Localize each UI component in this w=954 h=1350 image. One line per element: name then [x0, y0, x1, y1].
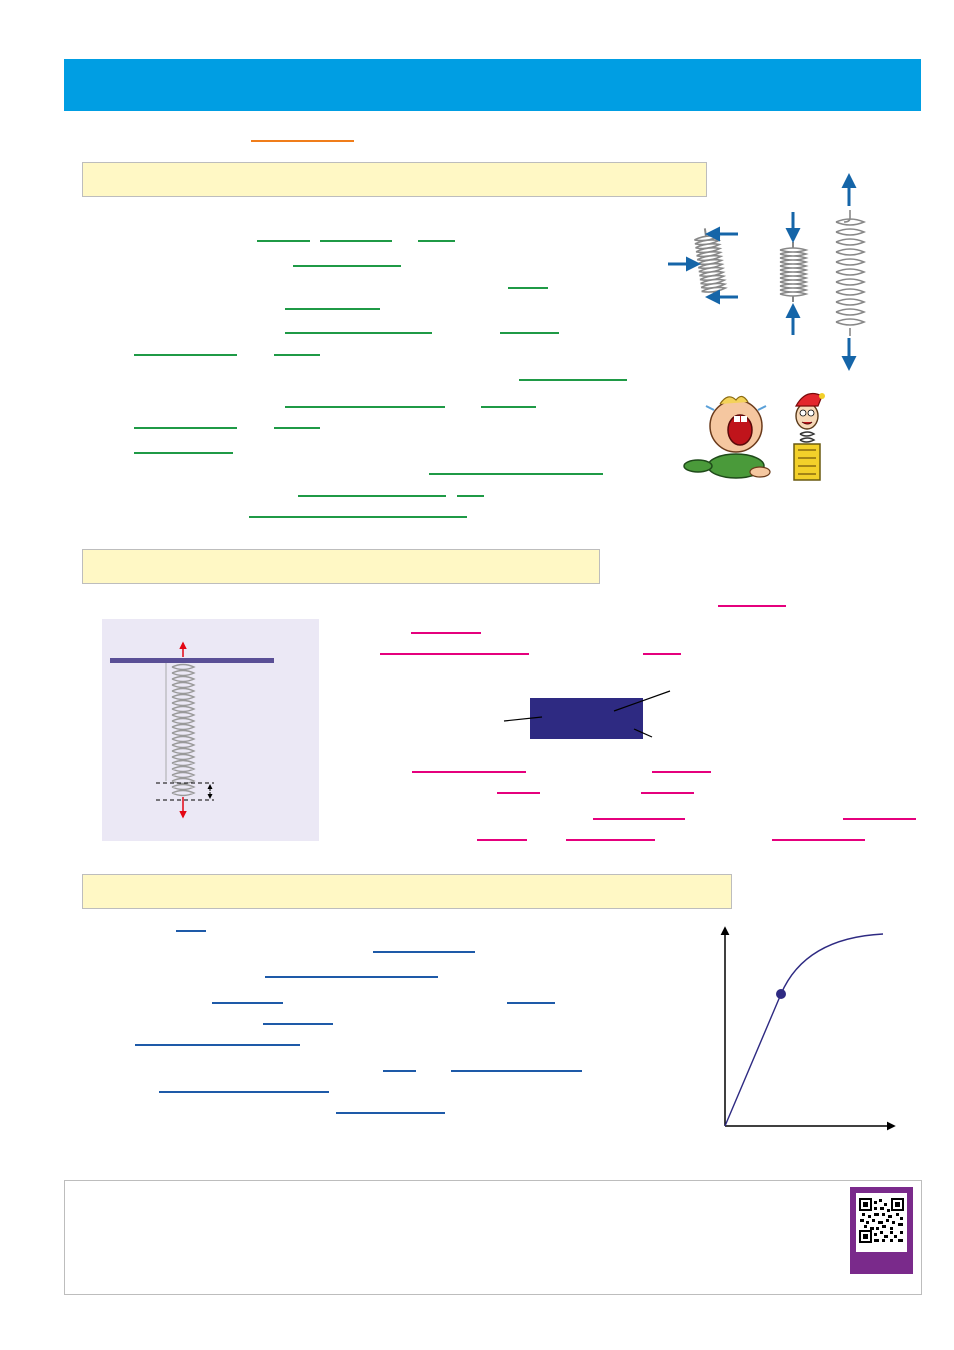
answer-blank[interactable]: [265, 976, 438, 978]
answer-blank[interactable]: [718, 605, 786, 607]
answer-blank[interactable]: [500, 332, 559, 334]
answer-blank[interactable]: [274, 427, 320, 429]
answer-blank[interactable]: [412, 771, 526, 773]
force-extension-graph: [720, 926, 896, 1131]
crying-baby-cartoon: [683, 395, 771, 479]
support-bar: [110, 658, 274, 663]
compressed-spring-icon: [779, 242, 809, 302]
title-bar: [64, 59, 921, 111]
section-3-header: [82, 874, 732, 909]
answer-blank[interactable]: [320, 240, 392, 242]
answer-blank[interactable]: [134, 452, 233, 454]
keyword-blank[interactable]: [251, 140, 354, 142]
answer-blank[interactable]: [481, 406, 536, 408]
answer-blank[interactable]: [641, 792, 694, 794]
footer-box: [64, 1180, 922, 1295]
equation-pointers: [503, 690, 671, 738]
qr-code-icon: [859, 1198, 904, 1243]
pointer-line: [503, 716, 543, 722]
qr-code[interactable]: [856, 1193, 907, 1252]
answer-blank[interactable]: [257, 240, 310, 242]
jack-in-the-box-cartoon: [793, 393, 825, 481]
answer-blank[interactable]: [159, 1091, 329, 1093]
stretched-spring-icon: [835, 210, 867, 336]
answer-blank[interactable]: [134, 427, 237, 429]
answer-blank[interactable]: [507, 1002, 555, 1004]
section-2-header: [82, 549, 600, 584]
hanging-spring-drawing: [110, 641, 274, 819]
answer-blank[interactable]: [497, 792, 540, 794]
answer-blank[interactable]: [451, 1070, 582, 1072]
answer-blank[interactable]: [380, 653, 529, 655]
answer-blank[interactable]: [843, 818, 916, 820]
equation-box: [530, 698, 643, 739]
answer-blank[interactable]: [418, 240, 455, 242]
answer-blank[interactable]: [135, 1044, 300, 1046]
answer-blank[interactable]: [285, 332, 432, 334]
answer-blank[interactable]: [285, 406, 445, 408]
spring-coil-icon: [171, 663, 196, 797]
answer-blank[interactable]: [212, 1002, 283, 1004]
answer-blank[interactable]: [643, 653, 681, 655]
answer-blank[interactable]: [263, 1023, 333, 1025]
cartoon-illustration: [683, 393, 825, 481]
answer-blank[interactable]: [457, 495, 484, 497]
answer-blank[interactable]: [566, 839, 655, 841]
compressed-spring-icon: [694, 228, 728, 300]
answer-blank[interactable]: [293, 265, 401, 267]
answer-blank[interactable]: [477, 839, 527, 841]
answer-blank[interactable]: [373, 951, 475, 953]
qr-card[interactable]: [850, 1187, 913, 1274]
hanging-spring-diagram: [102, 619, 319, 841]
answer-blank[interactable]: [285, 308, 380, 310]
pointer-line: [633, 728, 653, 738]
answer-blank[interactable]: [772, 839, 865, 841]
limit-of-proportionality-point: [776, 989, 786, 999]
answer-blank[interactable]: [519, 379, 627, 381]
answer-blank[interactable]: [274, 354, 320, 356]
answer-blank[interactable]: [411, 632, 481, 634]
answer-blank[interactable]: [508, 287, 548, 289]
pointer-line: [613, 690, 671, 712]
answer-blank[interactable]: [593, 818, 685, 820]
spring-illustrations: [668, 173, 867, 371]
answer-blank[interactable]: [652, 771, 711, 773]
answer-blank[interactable]: [176, 930, 206, 932]
answer-blank[interactable]: [134, 354, 237, 356]
answer-blank[interactable]: [383, 1070, 416, 1072]
answer-blank[interactable]: [249, 516, 467, 518]
answer-blank[interactable]: [429, 473, 603, 475]
answer-blank[interactable]: [336, 1112, 445, 1114]
answer-blank[interactable]: [298, 495, 446, 497]
graph-curve: [724, 933, 884, 1127]
section-1-header: [82, 162, 707, 197]
